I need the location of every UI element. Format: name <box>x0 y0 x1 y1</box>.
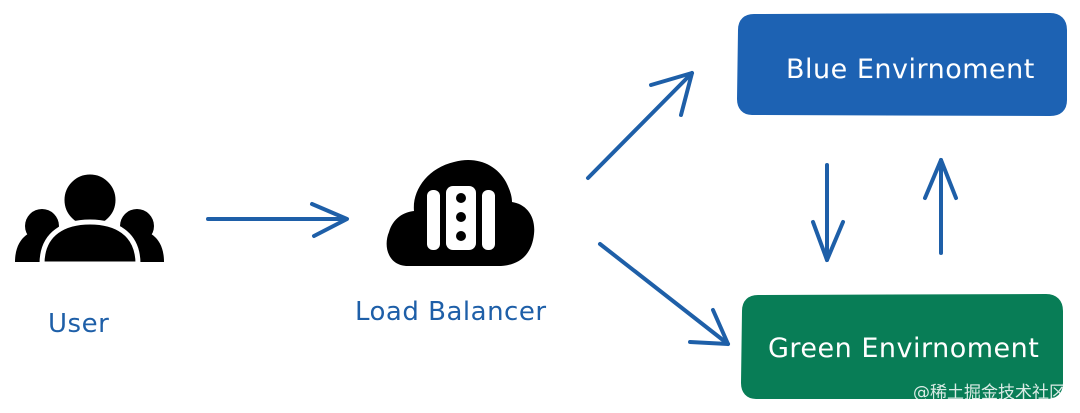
watermark-text: @稀土掘金技术社区 <box>913 383 1066 403</box>
arrow-blue-to-green <box>811 163 845 262</box>
blue-environment-box: Blue Envirnoment <box>736 12 1067 117</box>
arrow-green-to-blue <box>923 158 958 255</box>
green-environment-label: Green Envirnoment <box>768 333 1039 364</box>
green-environment-box: Green Envirnoment <box>740 293 1063 399</box>
arrow-user-to-lb <box>206 202 349 238</box>
arrow-lb-to-green <box>598 242 730 346</box>
arrow-lb-to-blue <box>586 71 694 180</box>
users-group-icon <box>15 169 164 267</box>
user-label: User <box>48 309 109 339</box>
load-balancer-label: Load Balancer <box>355 297 547 327</box>
blue-environment-label: Blue Envirnoment <box>786 54 1035 85</box>
cloud-server-icon <box>386 160 535 266</box>
